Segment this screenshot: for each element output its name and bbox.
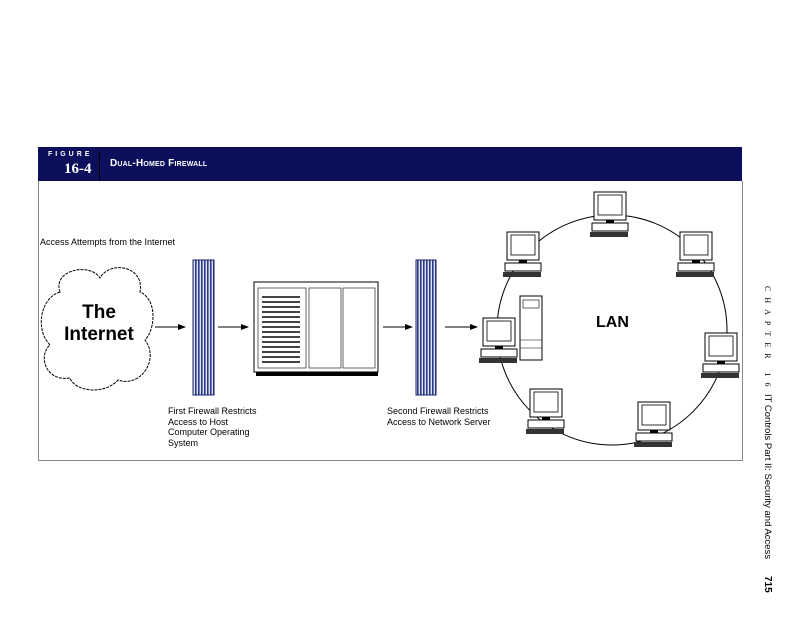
header-divider: [99, 153, 100, 181]
figure-header: FIGURE 16-4 Dual-Homed Firewall: [38, 147, 742, 181]
host-computer: [253, 281, 379, 376]
caption-line: System: [168, 437, 199, 448]
figure-label: FIGURE: [48, 151, 93, 158]
drive-slot: [262, 316, 300, 318]
cloud-text-line2: Internet: [64, 324, 134, 345]
caption-line: Second Firewall Restricts: [387, 406, 489, 416]
cloud-text-line1: The: [82, 302, 116, 323]
drive-slot: [262, 356, 300, 358]
workstation-computer: [503, 231, 542, 277]
drive-slot: [262, 326, 300, 328]
lan-label: LAN: [596, 314, 629, 331]
caption-line: First Firewall Restricts: [168, 406, 257, 416]
drive-slot: [262, 306, 300, 308]
drive-slot: [262, 346, 300, 348]
access-attempts-label: Access Attempts from the Internet: [40, 237, 176, 247]
drive-slot: [262, 331, 300, 333]
section-title: IT Controls Part II: Security and Access: [762, 394, 773, 560]
drive-slot: [262, 336, 300, 338]
workstation-computer: [634, 401, 673, 447]
second-firewall-caption: Second Firewall Restricts Access to Netw…: [387, 406, 491, 427]
workstation-computer: [701, 332, 740, 378]
caption-line: Access to Network Server: [387, 416, 491, 427]
caption-line: Computer Operating: [168, 427, 250, 437]
figure-title: Dual-Homed Firewall: [110, 158, 208, 169]
internet-cloud: [40, 267, 154, 391]
first-firewall: [192, 259, 215, 396]
second-firewall: [415, 259, 437, 396]
page-number: 715: [762, 576, 773, 593]
figure-frame: [38, 181, 743, 461]
workstation-computer: [590, 191, 629, 237]
network-server: [519, 295, 543, 361]
drive-slot: [262, 296, 300, 298]
drive-slot: [262, 321, 300, 323]
workstation-computer: [479, 317, 518, 363]
workstation-computer: [526, 388, 565, 434]
chapter-label: CHAPTER 16: [763, 286, 772, 393]
drive-slot: [262, 311, 300, 313]
drive-slot: [262, 361, 300, 363]
first-firewall-caption: First Firewall Restricts Access to Host …: [168, 406, 257, 448]
drive-slot: [262, 301, 300, 303]
drive-slot: [262, 341, 300, 343]
caption-line: Access to Host: [168, 416, 229, 427]
workstation-computer: [676, 231, 715, 277]
drive-slot: [262, 351, 300, 353]
figure-number: 16-4: [64, 161, 92, 177]
